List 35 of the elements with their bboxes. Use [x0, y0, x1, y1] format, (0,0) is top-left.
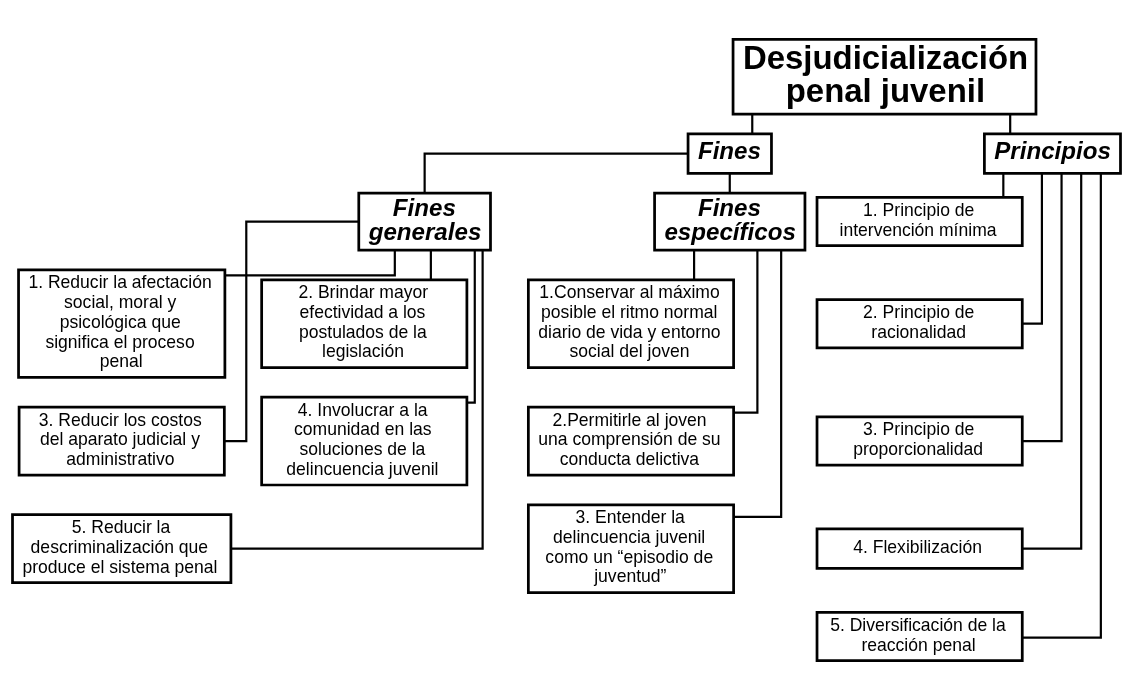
connector — [423, 152, 688, 193]
node-box: 3. Reducir los costos del aparato judicial y administrativo — [17, 405, 226, 477]
connector — [1002, 173, 1005, 198]
node-box: 2.Permitirle al joven una comprensión de su conducta delictiva — [527, 405, 735, 477]
node-box: 3. Entender la delincuencia juvenil como un “episodio de juventud” — [527, 503, 735, 594]
node-box: 5. Reducir la descriminalización que produce el sistema penal — [11, 513, 233, 585]
connector — [693, 250, 696, 280]
connector — [1022, 173, 1063, 443]
connector — [728, 173, 731, 193]
connector — [231, 250, 484, 550]
node-box: 1. Principio de intervención mínima — [815, 196, 1024, 248]
connector — [1022, 173, 1043, 325]
node-box: 5. Diversificación de la reacción penal — [815, 610, 1024, 662]
connector — [224, 250, 396, 277]
node-box: 4. Involucrar a la comunidad en las soluciones de la delincuencia juvenil — [260, 395, 469, 487]
node-box: 1.Conservar al máximo posible el ritmo normal diario de vida y entorno social del joven — [527, 278, 735, 369]
node-box: Desjudicialización penal juvenil — [731, 38, 1038, 116]
connector — [1009, 114, 1012, 134]
connector — [224, 220, 359, 443]
connector — [467, 250, 476, 404]
node-box: Fines específicos — [653, 191, 807, 252]
node-box: Fines — [686, 132, 773, 175]
node-box: 2. Brindar mayor efectividad a los postulados de la legislación — [260, 278, 469, 369]
connector — [429, 250, 432, 280]
node-box: Fines generales — [357, 191, 492, 252]
connector — [1022, 173, 1083, 550]
node-box: 1. Reducir la afectación social, moral y psicológica que significa el proceso penal — [17, 268, 227, 379]
node-box: 4. Flexibilización — [815, 527, 1024, 570]
connector — [751, 114, 754, 134]
connector — [1022, 173, 1102, 639]
connector — [733, 250, 759, 414]
node-box: 3. Principio de proporcionalidad — [815, 415, 1024, 467]
node-box: 2. Principio de racionalidad — [815, 298, 1024, 350]
connector — [733, 250, 783, 518]
node-box: Principios — [983, 132, 1122, 175]
